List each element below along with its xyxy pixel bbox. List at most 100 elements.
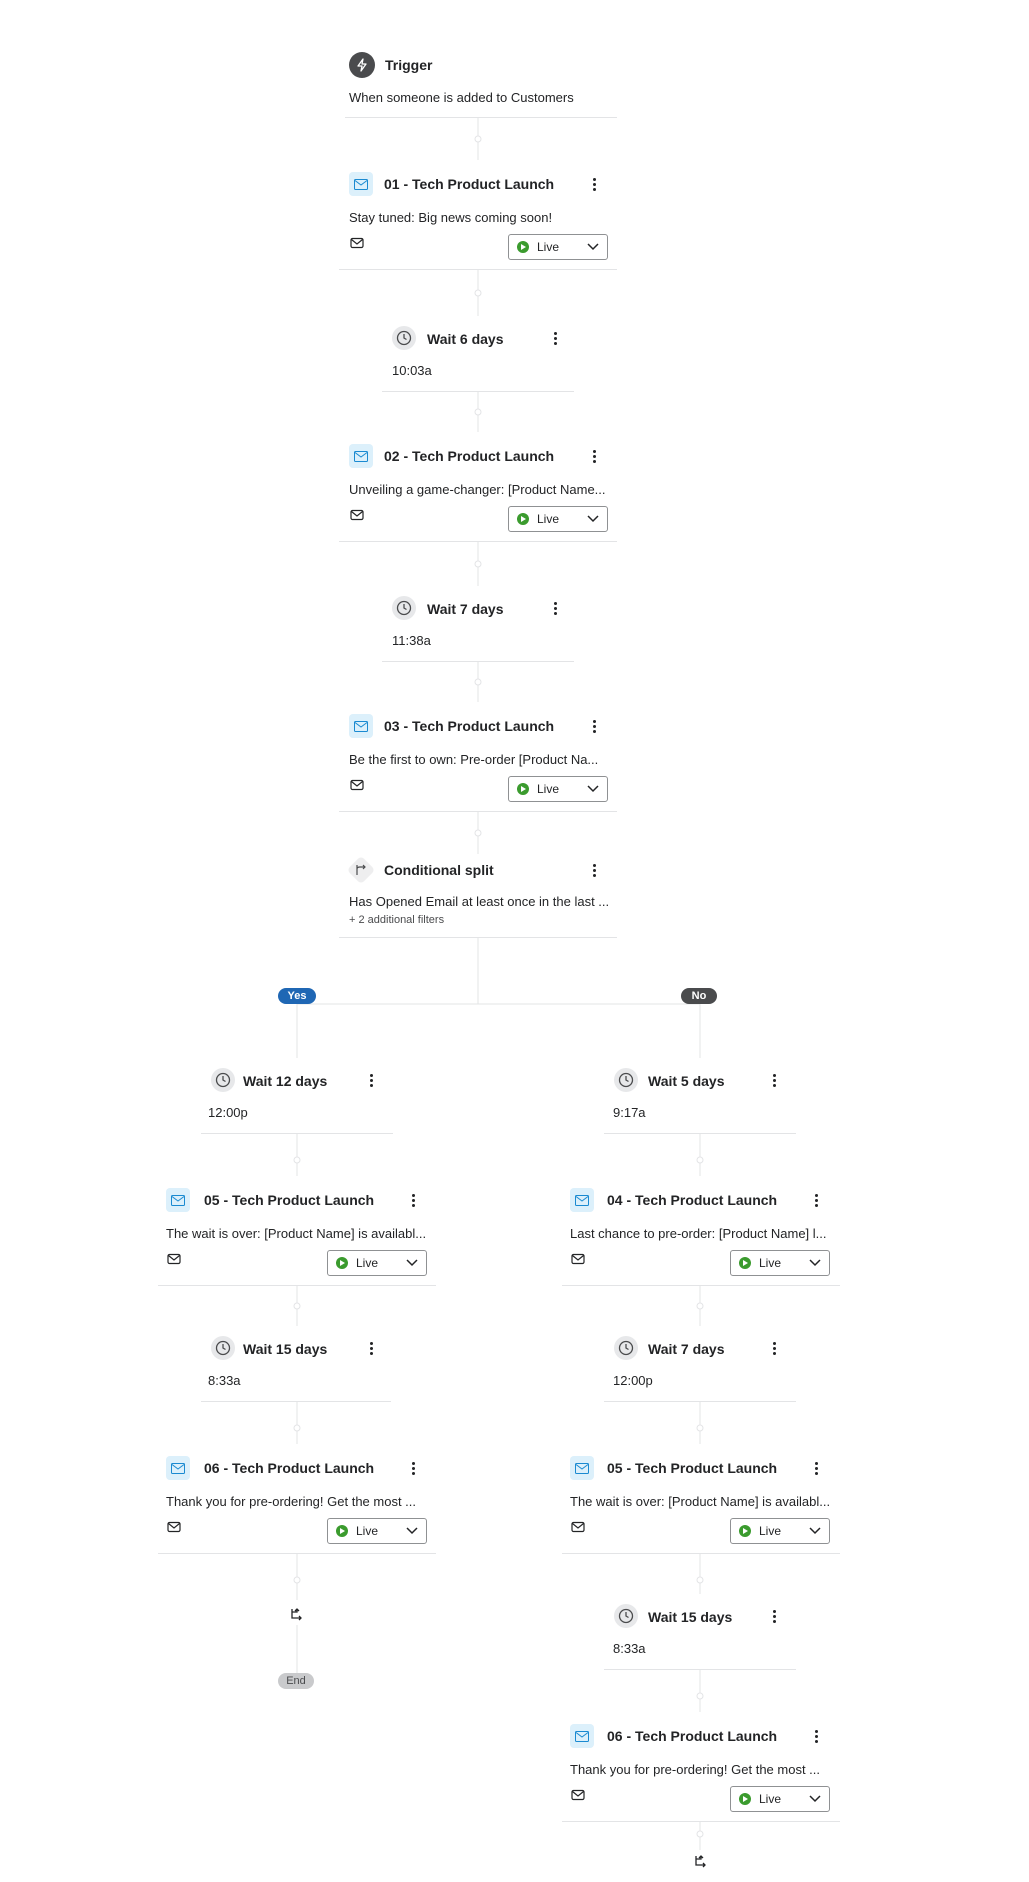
status-dropdown[interactable]: Live [730,1250,830,1276]
wait-step-2[interactable]: Wait 7 days 11:38a [382,586,574,662]
no-branch-label: No [681,988,717,1004]
kebab-menu-icon[interactable] [404,1191,422,1209]
envelope-outline-icon [350,237,364,249]
kebab-menu-icon[interactable] [765,1071,783,1089]
no-wait-step-2[interactable]: Wait 7 days 12:00p [604,1326,796,1402]
email-subject: Thank you for pre-ordering! Get the most… [570,1762,821,1777]
status-label: Live [537,240,560,254]
wait-title: Wait 12 days [243,1073,328,1089]
wait-time: 8:33a [208,1373,241,1388]
status-dropdown[interactable]: Live [327,1518,427,1544]
connector-node [696,1692,704,1700]
status-dropdown[interactable]: Live [730,1786,830,1812]
connector-node [696,1830,704,1838]
split-condition: Has Opened Email at least once in the la… [349,894,609,909]
email-step-03[interactable]: 03 - Tech Product Launch Be the first to… [339,702,617,812]
email-title: 03 - Tech Product Launch [384,718,555,734]
status-dropdown[interactable]: Live [508,506,608,532]
connector-node [696,1424,704,1432]
status-dropdown[interactable]: Live [730,1518,830,1544]
chevron-down-icon [809,1527,821,1535]
chevron-down-icon [406,1259,418,1267]
no-email-step-05[interactable]: 05 - Tech Product Launch The wait is ove… [562,1444,840,1554]
wait-title: Wait 7 days [648,1341,725,1357]
connector-node [474,678,482,686]
play-circle-icon [517,241,529,253]
connector-node [696,1576,704,1584]
kebab-menu-icon[interactable] [585,447,603,465]
email-step-01[interactable]: 01 - Tech Product Launch Stay tuned: Big… [339,160,617,270]
wait-title: Wait 15 days [243,1341,328,1357]
connector-node [474,560,482,568]
connector-node [696,1156,704,1164]
email-title: 02 - Tech Product Launch [384,448,555,464]
yes-email-step-06[interactable]: 06 - Tech Product Launch Thank you for p… [158,1444,436,1554]
yes-branch-label: Yes [278,988,316,1004]
lightning-icon [349,52,375,78]
status-dropdown[interactable]: Live [508,234,608,260]
no-email-step-04[interactable]: 04 - Tech Product Launch Last chance to … [562,1176,840,1286]
wait-title: Wait 6 days [427,331,504,347]
exit-arrows-icon[interactable] [692,1854,708,1870]
trigger-description: When someone is added to Customers [349,90,574,105]
envelope-icon [349,172,373,196]
wait-time: 8:33a [613,1641,646,1656]
email-title: 06 - Tech Product Launch [204,1460,375,1476]
connector-node [474,829,482,837]
connector-node [293,1576,301,1584]
clock-icon [614,1336,638,1360]
status-dropdown[interactable]: Live [508,776,608,802]
kebab-menu-icon[interactable] [807,1727,825,1745]
kebab-menu-icon[interactable] [585,717,603,735]
wait-step-1[interactable]: Wait 6 days 10:03a [382,316,574,392]
envelope-outline-icon [350,779,364,791]
email-title: 06 - Tech Product Launch [607,1728,778,1744]
yes-wait-step-2[interactable]: Wait 15 days 8:33a [201,1326,391,1402]
no-wait-step-3[interactable]: Wait 15 days 8:33a [604,1594,796,1670]
kebab-menu-icon[interactable] [585,175,603,193]
kebab-menu-icon[interactable] [807,1191,825,1209]
wait-time: 11:38a [392,633,431,648]
kebab-menu-icon[interactable] [765,1607,783,1625]
kebab-menu-icon[interactable] [765,1339,783,1357]
wait-time: 9:17a [613,1105,646,1120]
kebab-menu-icon[interactable] [362,1339,380,1357]
play-circle-icon [336,1257,348,1269]
status-label: Live [759,1256,782,1270]
status-label: Live [759,1524,782,1538]
status-label: Live [537,782,560,796]
wait-time: 12:00p [613,1373,653,1388]
play-circle-icon [517,513,529,525]
split-arrows-icon [346,855,376,885]
status-label: Live [356,1256,379,1270]
kebab-menu-icon[interactable] [404,1459,422,1477]
yes-wait-step-1[interactable]: Wait 12 days 12:00p [201,1058,393,1134]
chevron-down-icon [587,515,599,523]
kebab-menu-icon[interactable] [807,1459,825,1477]
kebab-menu-icon[interactable] [546,599,564,617]
email-subject: The wait is over: [Product Name] is avai… [570,1494,831,1509]
wait-title: Wait 5 days [648,1073,725,1089]
connector-node [474,408,482,416]
kebab-menu-icon[interactable] [546,329,564,347]
conditional-split-card[interactable]: Conditional split Has Opened Email at le… [339,854,617,938]
wait-time: 10:03a [392,363,432,378]
email-subject: The wait is over: [Product Name] is avai… [166,1226,427,1241]
exit-arrows-icon[interactable] [288,1607,304,1623]
wait-time: 12:00p [208,1105,248,1120]
chevron-down-icon [809,1259,821,1267]
envelope-icon [349,444,373,468]
trigger-card[interactable]: Trigger When someone is added to Custome… [345,48,617,118]
email-step-02[interactable]: 02 - Tech Product Launch Unveiling a gam… [339,432,617,542]
status-dropdown[interactable]: Live [327,1250,427,1276]
yes-email-step-05[interactable]: 05 - Tech Product Launch The wait is ove… [158,1176,436,1286]
kebab-menu-icon[interactable] [585,861,603,879]
kebab-menu-icon[interactable] [362,1071,380,1089]
email-title: 05 - Tech Product Launch [607,1460,778,1476]
envelope-icon [570,1724,594,1748]
no-wait-step-1[interactable]: Wait 5 days 9:17a [604,1058,796,1134]
connector-node [474,135,482,143]
chevron-down-icon [809,1795,821,1803]
no-email-step-06[interactable]: 06 - Tech Product Launch Thank you for p… [562,1712,840,1822]
